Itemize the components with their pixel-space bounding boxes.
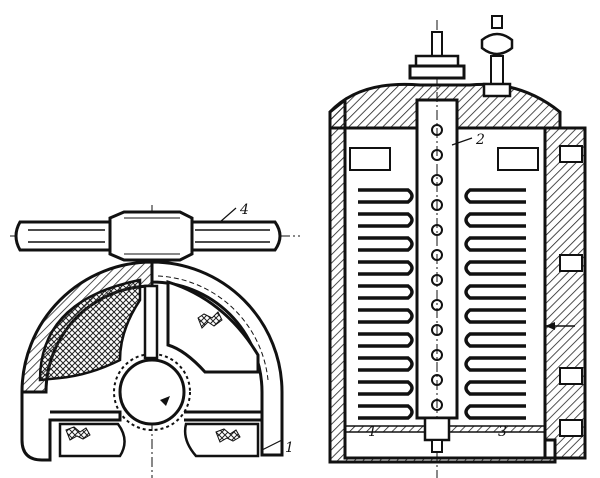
casing-plan-view	[20, 260, 284, 462]
coil-loop	[464, 356, 526, 372]
rotor-arm-right	[188, 220, 282, 252]
rotor-arm-left	[14, 220, 112, 252]
pocket-upper-right	[166, 279, 260, 374]
coil-stack-left	[358, 188, 414, 420]
coil-loop	[464, 260, 526, 276]
coil-loop	[358, 308, 414, 324]
boss-middle	[559, 254, 583, 272]
coil-loop	[464, 212, 526, 228]
coil-loop	[358, 404, 414, 420]
callout-part-3: 3	[498, 424, 507, 440]
coil-loop	[358, 260, 414, 276]
coil-loop	[464, 236, 526, 252]
coil-loop	[358, 380, 414, 396]
coil-loop	[464, 404, 526, 420]
callout-part-1-right: 1	[368, 424, 377, 440]
coil-loop	[464, 308, 526, 324]
top-bolt	[408, 31, 466, 80]
coil-loop	[358, 332, 414, 348]
right-view	[328, 15, 587, 478]
coil-loop	[358, 356, 414, 372]
coil-loop	[358, 236, 414, 252]
leader-part-1-left	[261, 439, 283, 451]
lower-band-left	[20, 392, 122, 462]
coil-loop	[464, 188, 526, 204]
outer-rim-right	[150, 260, 284, 457]
coil-loop	[464, 332, 526, 348]
callout-part-1-left: 1	[285, 440, 294, 456]
lower-band-right	[184, 410, 264, 422]
coil-stack-right	[464, 188, 526, 420]
coil-loop	[358, 284, 414, 300]
top-valve	[480, 15, 514, 98]
casing-wall-right	[540, 126, 587, 460]
boss-lower	[559, 367, 583, 385]
leader-part-4	[219, 207, 237, 223]
rib-vertical	[143, 284, 159, 360]
coil-loop	[464, 380, 526, 396]
callout-part-2: 2	[475, 132, 485, 148]
coil-loop	[358, 212, 414, 228]
coil-loop	[358, 188, 414, 204]
boss-bottom	[559, 419, 583, 437]
rotor-top-view	[10, 205, 300, 478]
callout-part-4: 4	[239, 202, 249, 218]
rotor-hub	[108, 210, 194, 262]
hub-bore	[118, 358, 186, 426]
core-section-left	[38, 278, 142, 382]
leader-part-2	[451, 137, 473, 146]
coil-loop	[464, 284, 526, 300]
boss-upper	[559, 145, 583, 163]
left-view	[10, 205, 300, 478]
